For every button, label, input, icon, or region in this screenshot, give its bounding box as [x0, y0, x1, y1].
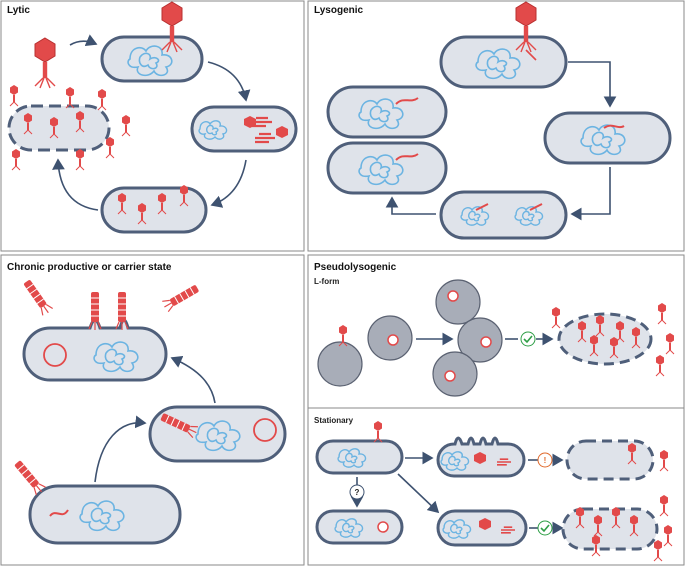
bacterial-cell — [543, 111, 672, 165]
lysed-cell — [557, 312, 653, 366]
lform-cell — [317, 341, 363, 387]
arrow — [385, 196, 436, 215]
arrow — [570, 167, 611, 221]
warning-icon — [537, 452, 553, 468]
lysed-cell — [7, 104, 111, 152]
bacterial-cell — [190, 105, 298, 153]
bacterial-cell — [100, 186, 208, 234]
bacterial-cell — [439, 35, 568, 89]
stationary-cycle: ? ! — [315, 420, 673, 562]
arrow — [210, 159, 247, 208]
stationary-label: Stationary — [314, 416, 354, 425]
bacterial-cell — [315, 509, 404, 545]
pseudolysogenic-title: Pseudolysogenic — [314, 262, 397, 273]
lytic-cycle — [7, 1, 298, 234]
check-icon — [520, 331, 536, 347]
chronic-title: Chronic productive or carrier state — [7, 262, 172, 273]
lysed-cell — [565, 439, 655, 481]
arrow — [397, 473, 440, 514]
lysogenic-title: Lysogenic — [314, 5, 364, 16]
question-icon — [349, 484, 365, 500]
arrow — [52, 158, 99, 211]
lysogenic-cycle — [326, 1, 672, 240]
arrow — [568, 61, 617, 108]
arrow — [170, 355, 216, 404]
chronic-cycle — [11, 277, 287, 545]
check-icon — [537, 520, 553, 536]
bacterial-cell — [326, 141, 448, 195]
question-symbol: ? — [355, 488, 360, 497]
bacterial-cell — [439, 190, 568, 240]
bacterial-cell — [315, 439, 404, 475]
bacterial-cell — [100, 35, 204, 83]
lform-cell — [435, 279, 481, 325]
arrow — [94, 415, 147, 483]
lform-cell — [457, 317, 503, 363]
lform-cycle — [317, 279, 675, 397]
lform-label: L-form — [314, 277, 339, 286]
lytic-title: Lytic — [7, 5, 30, 16]
bacterial-cell — [28, 484, 182, 545]
arrow — [69, 34, 98, 47]
bacterial-cell — [326, 85, 448, 139]
arrow — [207, 61, 251, 102]
exclaim-symbol: ! — [544, 456, 547, 465]
